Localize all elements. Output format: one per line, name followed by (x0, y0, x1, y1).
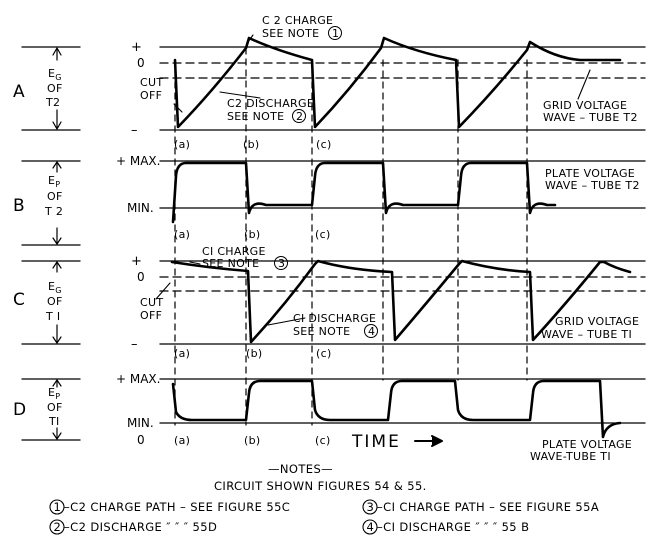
row-c-waveform (170, 259, 632, 344)
row-c-level-minus: – (131, 337, 138, 352)
row-b-level-min: MIN. (127, 201, 154, 215)
time-markers (174, 47, 528, 426)
row-a-discharge-note-num: 2 (296, 110, 303, 123)
time-label: TIME (351, 432, 401, 452)
row-b-param-tube: T 2 (44, 205, 63, 218)
row-a-discharge-note-1: C2 DISCHARGE (227, 97, 314, 110)
row-a-level-zero: 0 (137, 56, 145, 70)
row-a-param: EG (48, 67, 62, 82)
row-a-charge-note-1: C 2 CHARGE (262, 14, 333, 27)
row-c-discharge-note-num: 4 (368, 325, 375, 338)
row-c-point-a: (a) (174, 347, 190, 360)
note-3-num: 3 (367, 500, 375, 514)
note-2-num: 2 (54, 520, 62, 534)
row-c-cutoff-1: CUT (140, 296, 163, 309)
row-d-labels: D EP OF TI + MAX. MIN. 0 (a) (b) (c) PLA… (13, 372, 632, 463)
row-a-level-minus: – (131, 123, 138, 138)
row-b-point-b: (b) (244, 228, 260, 241)
row-b-param-of: OF (47, 190, 63, 203)
row-b-point-c: (c) (315, 228, 331, 241)
row-a-caption-2: WAVE – TUBE T2 (543, 111, 638, 124)
note-1-num: 1 (54, 500, 62, 514)
note-3-text: –CI CHARGE PATH – SEE FIGURE 55A (377, 500, 599, 514)
row-b-waveform (171, 161, 557, 224)
notes-heading: —NOTES— (268, 462, 333, 476)
row-a-cutoff-2: OFF (140, 89, 162, 102)
row-b-param: EP (48, 174, 60, 189)
row-d-point-b: (b) (244, 434, 260, 447)
row-a-discharge-note-circle (292, 109, 306, 123)
row-c-discharge-note-2: SEE NOTE (293, 325, 350, 338)
row-a-point-a: (a) (174, 138, 190, 151)
row-d-axes (21, 378, 646, 441)
row-b-axes (21, 160, 646, 246)
row-c-charge-note-num: 3 (278, 257, 285, 270)
row-d-point-c: (c) (315, 434, 331, 447)
row-a-charge-note-2: SEE NOTE (262, 27, 319, 40)
note-1-text: –C2 CHARGE PATH – SEE FIGURE 55C (64, 500, 290, 514)
note-4-circle (362, 519, 378, 535)
row-c-cutoff-2: OFF (140, 309, 162, 322)
row-a-cutoff-1: CUT (140, 76, 163, 89)
row-b-labels: B EP OF T 2 + MAX. MIN. (a) (b) (c) PLAT… (13, 154, 640, 241)
row-a-level-plus: + (131, 40, 142, 55)
row-d-letter: D (13, 400, 26, 420)
row-b-caption-2: WAVE – TUBE T2 (545, 179, 640, 192)
row-d-level-max: + MAX. (116, 372, 160, 386)
row-c-labels: C EG OF T I + 0 – CUT OFF (a) (b) (c) GR… (13, 245, 639, 360)
row-c-discharge-note-circle (364, 324, 378, 338)
note-2-text: –C2 DISCHARGE ″ ″ ″ 55D (64, 520, 217, 534)
row-c-caption-2: WAVE – TUBE TI (541, 328, 632, 341)
row-d-point-a: (a) (174, 434, 190, 447)
row-c-charge-note-1: CI CHARGE (202, 245, 266, 258)
row-b-point-a: (a) (174, 228, 190, 241)
row-b-caption-1: PLATE VOLTAGE (545, 167, 635, 180)
annotation-leaders (155, 34, 591, 326)
row-c-axes (21, 260, 646, 345)
row-c-charge-note-circle (274, 256, 288, 270)
row-d-caption-1: PLATE VOLTAGE (542, 438, 632, 451)
row-c-point-c: (c) (316, 347, 332, 360)
row-a-labels: A EG OF T2 + 0 – CUT OFF (a) (b) (c) GRI… (13, 14, 638, 151)
row-b-level-max: + MAX. (116, 154, 160, 168)
note-2-circle (49, 519, 65, 535)
row-c-discharge-note-1: CI DISCHARGE (293, 312, 376, 325)
notes-circuit: CIRCUIT SHOWN FIGURES 54 & 55. (214, 479, 427, 493)
row-c-charge-note-2: SEE NOTE (202, 257, 259, 270)
time-arrow (414, 435, 443, 447)
row-c-param-tube: T I (45, 310, 60, 323)
row-c-level-plus: + (131, 254, 142, 269)
row-a-caption-1: GRID VOLTAGE (543, 99, 627, 112)
row-d-waveform (171, 379, 622, 439)
row-d-param-tube: TI (48, 415, 60, 428)
row-d-level-min: MIN. (127, 416, 154, 430)
row-a-axes (21, 46, 646, 131)
row-c-letter: C (13, 290, 25, 310)
row-a-letter: A (13, 82, 25, 102)
row-c-param: EG (48, 280, 62, 295)
row-d-level-zero: 0 (137, 433, 145, 447)
row-a-discharge-note-2: SEE NOTE (227, 110, 284, 123)
row-a-point-c: (c) (316, 138, 332, 151)
note-1-circle (49, 499, 65, 515)
row-c-param-of: OF (47, 295, 63, 308)
row-d-param: EP (48, 386, 60, 401)
note-4-text: –CI DISCHARGE ″ ″ ″ 55 B (377, 520, 529, 534)
note-4-num: 4 (367, 520, 375, 534)
row-c-level-zero: 0 (137, 270, 145, 284)
row-a-param-tube: T2 (45, 96, 60, 109)
row-d-caption-2: WAVE-TUBE TI (530, 450, 611, 463)
row-a-charge-note-circle (328, 26, 342, 40)
row-b-letter: B (13, 196, 25, 216)
notes-block: —NOTES— CIRCUIT SHOWN FIGURES 54 & 55. 1… (49, 462, 599, 535)
row-d-param-of: OF (47, 401, 63, 414)
note-3-circle (362, 499, 378, 515)
row-c-point-b: (b) (246, 347, 262, 360)
dimension-arrows (52, 47, 62, 440)
row-c-caption-1: GRID VOLTAGE (555, 315, 639, 328)
row-a-point-b: (b) (243, 138, 259, 151)
row-a-charge-note-num: 1 (332, 27, 339, 40)
row-a-param-of: OF (47, 82, 63, 95)
